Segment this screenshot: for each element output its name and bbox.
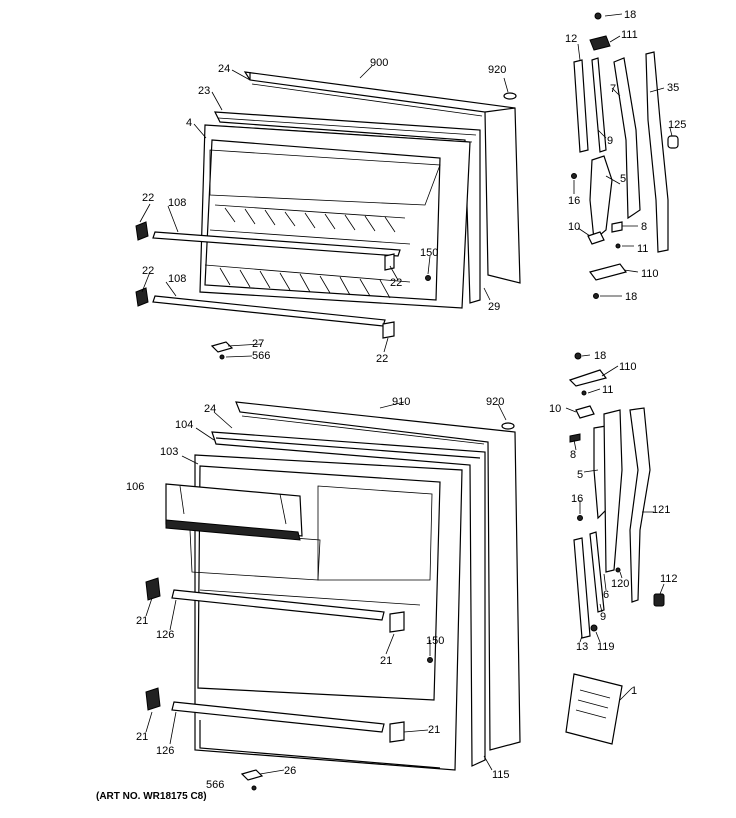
part-label: 16	[571, 493, 583, 505]
lower-shelf-bars	[204, 264, 411, 299]
part-label: 566	[252, 350, 270, 362]
part-label: 110	[641, 268, 659, 280]
part-label: 115	[492, 769, 510, 781]
part-label: 125	[668, 119, 686, 131]
part-label: 22	[142, 265, 154, 277]
part-label: 920	[486, 396, 504, 408]
part-label: 10	[549, 403, 561, 415]
part-label: 8	[570, 449, 576, 461]
part-label: 920	[488, 64, 506, 76]
part-label: 9	[600, 611, 606, 623]
part-label: 21	[136, 615, 148, 627]
part-label: 150	[420, 247, 438, 259]
part-label: 23	[198, 85, 210, 97]
part-label: 120	[611, 578, 629, 590]
part-label: 18	[624, 9, 636, 21]
part-label: 110	[619, 361, 637, 373]
part-label: 11	[602, 384, 613, 396]
part-label: 16	[568, 195, 580, 207]
part-label: 103	[160, 446, 178, 458]
part-label: 22	[390, 277, 402, 289]
part-label: 119	[597, 641, 615, 653]
part-label: 108	[168, 197, 186, 209]
top-part-labels: 18 111 12 7 35 900 920 24 23 125 4 9 5 1…	[142, 9, 686, 365]
bottom-part-labels: 18 110 11 910 920 10 24 104 8 103 5 106 …	[126, 350, 678, 791]
part-label: 24	[218, 63, 230, 75]
part-label: 150	[426, 635, 444, 647]
part-label: 106	[126, 481, 144, 493]
part-label: 1	[631, 685, 637, 697]
upper-shelf-bars	[209, 204, 411, 245]
part-label: 7	[610, 83, 616, 95]
leader-lines	[139, 13, 673, 775]
part-label: 35	[667, 82, 679, 94]
freezer-door-assembly	[135, 71, 521, 360]
part-label: 112	[660, 573, 678, 585]
part-label: 18	[625, 291, 637, 303]
part-label: 18	[594, 350, 606, 362]
part-label: 111	[621, 29, 638, 41]
fresh-food-hinge-parts	[565, 352, 665, 745]
part-label: 6	[603, 589, 609, 601]
part-label: 4	[186, 117, 192, 129]
part-label: 121	[652, 504, 670, 516]
part-label: 5	[577, 469, 583, 481]
part-label: 21	[136, 731, 148, 743]
part-label: 10	[568, 221, 580, 233]
part-label: 5	[620, 173, 626, 185]
part-label: 21	[428, 724, 440, 736]
part-label: 566	[206, 779, 224, 791]
part-label: 126	[156, 745, 174, 757]
part-label: 900	[370, 57, 388, 69]
art-number-caption: (ART NO. WR18175 C8)	[96, 791, 207, 802]
part-label: 11	[637, 243, 648, 255]
part-label: 22	[142, 192, 154, 204]
part-label: 26	[284, 765, 296, 777]
part-label: 910	[392, 396, 410, 408]
part-label: 24	[204, 403, 216, 415]
part-label: 29	[488, 301, 500, 313]
part-label: 108	[168, 273, 186, 285]
part-label: 21	[380, 655, 392, 667]
freezer-hinge-parts	[571, 12, 679, 299]
part-label: 27	[252, 338, 264, 350]
part-label: 126	[156, 629, 174, 641]
part-label: 13	[576, 641, 588, 653]
part-label: 8	[641, 221, 647, 233]
part-label: 22	[376, 353, 388, 365]
part-label: 104	[175, 419, 193, 431]
fresh-food-door-assembly	[145, 401, 521, 791]
part-label: 9	[607, 135, 613, 147]
part-label: 12	[565, 33, 577, 45]
